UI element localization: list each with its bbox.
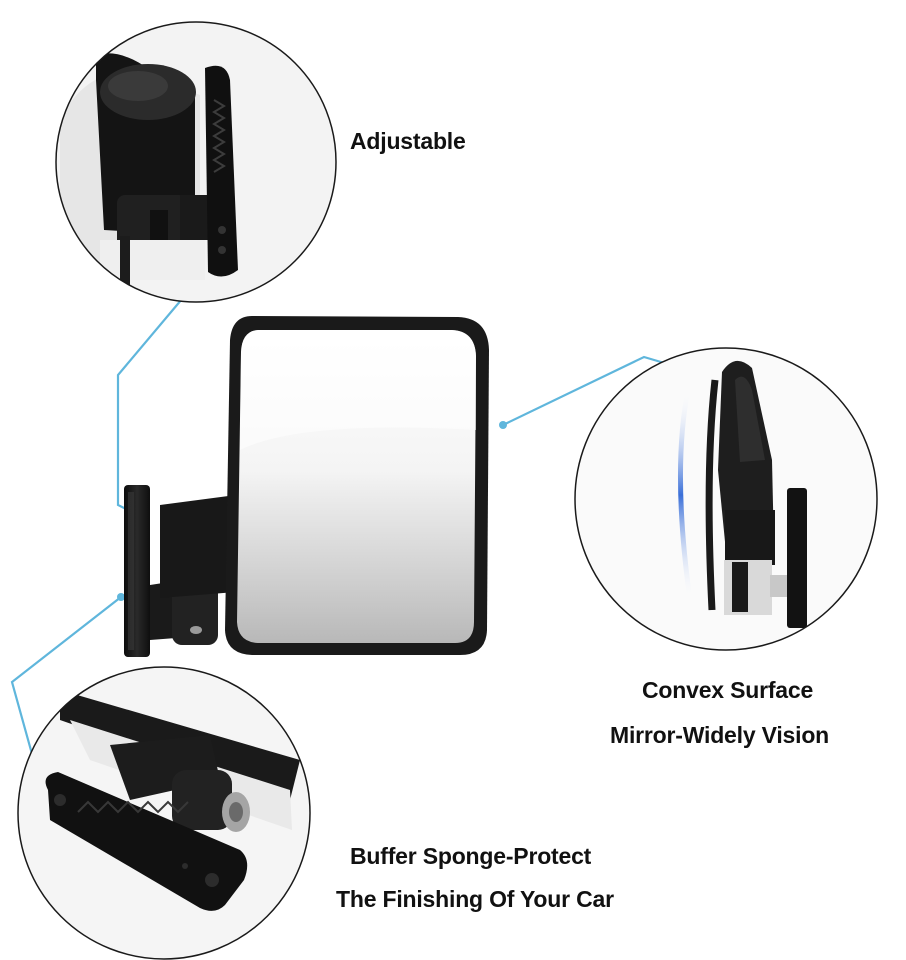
caption-buffer-sponge: Buffer Sponge-Protect — [350, 843, 592, 869]
caption-mirror-widely-vision: Mirror-Widely Vision — [610, 722, 830, 748]
caption-finishing: The Finishing Of Your Car — [336, 886, 614, 912]
mount-plate — [124, 485, 150, 657]
leader-line-adjustable — [116, 279, 199, 511]
caption-adjustable: Adjustable — [350, 128, 466, 154]
detail-convex — [574, 347, 878, 651]
caption-convex-surface: Convex Surface — [642, 677, 814, 703]
main-mirror — [124, 316, 489, 657]
detail-adjustable — [55, 21, 337, 303]
detail-buffer — [17, 666, 311, 960]
